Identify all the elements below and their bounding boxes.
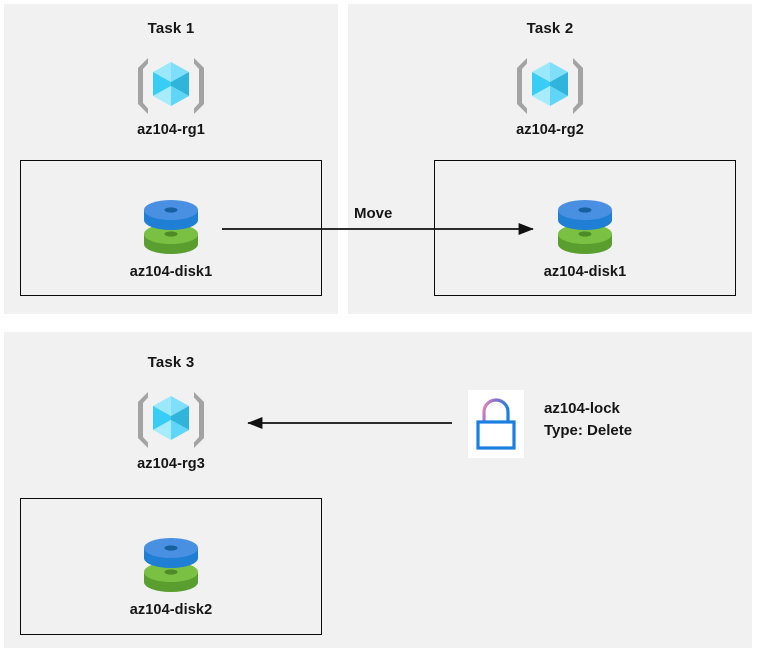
lock-icon [468,390,524,458]
task3-resource-group-label: az104-rg3 [137,456,205,472]
task3-disk-label: az104-disk2 [129,602,213,618]
task1-title: Task 1 [147,20,195,37]
managed-disk-icon [549,196,621,258]
task2-disk-label: az104-disk1 [543,264,627,280]
task2-resource-group-label: az104-rg2 [516,122,584,138]
move-arrow-label: Move [354,205,393,222]
managed-disk-icon [135,534,207,596]
managed-disk-icon [135,196,207,258]
task1-resource-group-label: az104-rg1 [137,122,205,138]
task2-title: Task 2 [526,20,574,37]
resource-group-icon [134,52,208,120]
task2-resource-container [434,160,736,296]
panel-task3 [4,332,752,648]
lock-label: az104-lock Type: Delete [544,398,632,442]
task1-resource-container [20,160,322,296]
task1-disk-label: az104-disk1 [129,264,213,280]
task3-title: Task 3 [147,354,195,371]
resource-group-icon [513,52,587,120]
lock-type: Type: Delete [544,422,633,439]
task3-resource-container [20,498,322,635]
panel-task1 [4,4,338,314]
panel-task2 [348,4,752,314]
resource-group-icon [134,386,208,454]
lock-name: az104-lock [544,400,620,417]
